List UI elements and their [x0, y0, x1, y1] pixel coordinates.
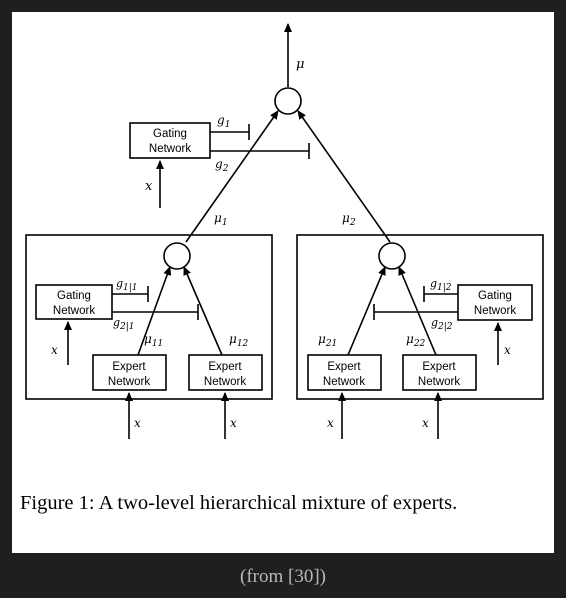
top-gating-network-box — [129, 122, 211, 159]
right-expert-a-line1: Expert — [327, 361, 361, 373]
left-expert-a-line2: Network — [108, 376, 150, 388]
g1-2-label: g1|2 — [430, 277, 452, 293]
left-gating-network-box — [35, 284, 113, 320]
left-gating-input-label: x — [51, 343, 58, 357]
mu22-label: μ22 — [406, 332, 426, 349]
mu2-arrow — [297, 110, 391, 243]
right-combiner-node — [378, 242, 406, 270]
g2-1-label: g2|1 — [113, 316, 135, 332]
mu11-arrow — [137, 266, 172, 356]
right-expert-b-line2: Network — [418, 376, 460, 388]
right-expert-a-input-label: x — [327, 416, 334, 430]
left-expert-a-line1: Expert — [112, 361, 146, 373]
mu11-label: μ11 — [144, 332, 163, 349]
right-gating-line2: Network — [474, 305, 516, 317]
output-mu-label: μ — [296, 57, 304, 72]
g2-2-label: g2|2 — [431, 316, 453, 332]
mu22-arrow — [398, 266, 437, 356]
mu21-arrow — [347, 266, 386, 356]
right-gating-input-label: x — [504, 343, 511, 357]
right-expert-b-box — [402, 354, 477, 391]
top-gating-line1: Gating — [153, 128, 187, 140]
source-citation: (from [30]) — [240, 566, 326, 587]
mu1-arrow — [185, 110, 279, 243]
figure-panel: μ Gating Network x g1 g2 μ1 μ2 Gating Ne… — [12, 12, 554, 553]
top-combiner-node — [274, 87, 302, 115]
g1-label: g1 — [217, 113, 230, 130]
right-expert-a-box — [307, 354, 382, 391]
left-expert-a-box — [92, 354, 167, 391]
right-expert-a-line2: Network — [323, 376, 365, 388]
left-gating-line2: Network — [53, 305, 95, 317]
mu1-label: μ1 — [214, 211, 228, 228]
left-expert-b-line2: Network — [204, 376, 246, 388]
left-expert-b-box — [188, 354, 263, 391]
g2-label: g2 — [215, 157, 229, 174]
top-gating-input-label: x — [145, 179, 153, 194]
mu12-label: μ12 — [229, 332, 249, 349]
top-gating-line2: Network — [149, 143, 191, 155]
mu2-label: μ2 — [342, 211, 356, 228]
right-gating-line1: Gating — [478, 290, 512, 302]
left-expert-a-input-label: x — [134, 416, 141, 430]
right-expert-b-input-label: x — [422, 416, 429, 430]
left-combiner-node — [163, 242, 191, 270]
mu21-label: μ21 — [318, 332, 337, 349]
mu12-arrow — [183, 266, 223, 356]
hme-diagram: μ Gating Network x g1 g2 μ1 μ2 Gating Ne… — [25, 23, 544, 439]
right-gating-network-box — [457, 284, 533, 321]
left-gating-line1: Gating — [57, 290, 91, 302]
right-module-frame — [296, 234, 544, 400]
right-expert-b-line1: Expert — [422, 361, 456, 373]
left-module-frame — [25, 234, 273, 400]
figure-caption: Figure 1: A two-level hierarchical mixtu… — [20, 492, 458, 514]
left-expert-b-line1: Expert — [208, 361, 242, 373]
g1-1-label: g1|1 — [116, 277, 138, 293]
left-expert-b-input-label: x — [230, 416, 237, 430]
